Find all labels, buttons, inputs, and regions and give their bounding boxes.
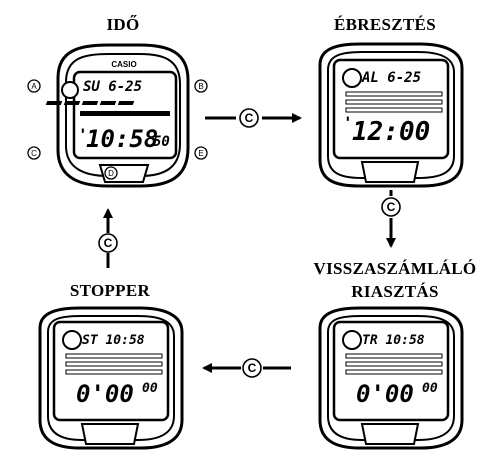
- mode-indicator: [342, 68, 362, 88]
- stopwatch-line1: ST 10:58: [82, 333, 145, 348]
- c-button-icon: C: [104, 236, 113, 250]
- button-d[interactable]: D: [104, 166, 118, 180]
- title-alarm: ÉBRESZTÉS: [334, 15, 436, 34]
- watch-time: CASIO SU 6-25 ' 10:58 50 A B C: [27, 43, 208, 188]
- alarm-line1: AL 6-25: [361, 70, 421, 86]
- mode-indicator: [61, 81, 79, 99]
- arrow-stopwatch-to-time: C: [98, 208, 118, 268]
- svg-text:C: C: [31, 149, 37, 158]
- button-b[interactable]: B: [194, 79, 208, 93]
- countdown-line1: TR 10:58: [362, 333, 425, 348]
- c-button-icon: C: [245, 111, 254, 125]
- divider-bar: [80, 111, 170, 116]
- svg-text:E: E: [198, 149, 203, 158]
- mode-indicator: [342, 330, 362, 350]
- stopwatch-main: 0'00: [76, 380, 134, 408]
- time-mark: ': [78, 125, 88, 144]
- segment-bar: [345, 91, 443, 113]
- button-e[interactable]: E: [194, 146, 208, 160]
- segment-bar: [345, 353, 443, 375]
- watch-alarm: AL 6-25 ' 12:00: [318, 42, 464, 188]
- title-countdown-line1: VISSZASZÁMLÁLÓ: [313, 259, 477, 278]
- alarm-main: 12:00: [352, 117, 430, 147]
- segment-bar: [45, 101, 135, 105]
- watch-countdown: TR 10:58 0'00 00: [318, 306, 464, 450]
- arrow-countdown-to-stopwatch: C: [202, 358, 291, 378]
- title-stopwatch: STOPPER: [69, 281, 151, 300]
- arrow-alarm-to-countdown: C: [381, 190, 401, 248]
- time-main: 10:58: [86, 125, 158, 153]
- c-button-icon: C: [387, 200, 396, 214]
- title-countdown-line2: RIASZTÁS: [351, 282, 439, 301]
- svg-text:B: B: [198, 82, 203, 91]
- time-line1: SU 6-25: [83, 79, 142, 95]
- countdown-hundredths: 00: [422, 381, 438, 396]
- button-c[interactable]: C: [27, 146, 41, 160]
- mode-indicator: [62, 330, 82, 350]
- stopwatch-hundredths: 00: [142, 381, 158, 396]
- title-time: IDŐ: [106, 15, 140, 34]
- countdown-main: 0'00: [356, 380, 414, 408]
- svg-text:D: D: [108, 169, 114, 178]
- time-seconds: 50: [153, 134, 170, 150]
- button-a[interactable]: A: [27, 79, 41, 93]
- arrow-time-to-alarm: C: [205, 108, 302, 128]
- segment-bar: [65, 353, 163, 375]
- alarm-mark: ': [343, 113, 353, 132]
- brand-label: CASIO: [111, 60, 136, 69]
- svg-text:A: A: [31, 82, 37, 91]
- c-button-icon: C: [248, 361, 257, 375]
- watch-stopwatch: ST 10:58 0'00 00: [38, 306, 184, 450]
